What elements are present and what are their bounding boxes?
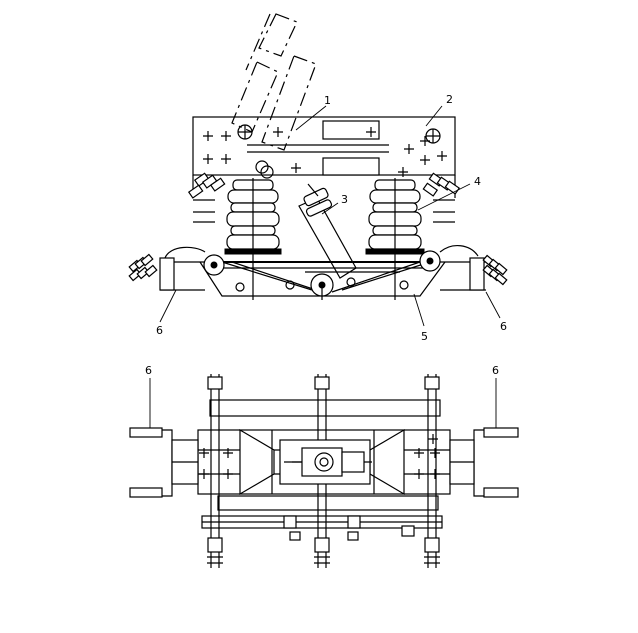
label-2: 2 xyxy=(446,93,453,106)
left-terminal-fork xyxy=(129,378,199,498)
arcing-horns xyxy=(187,172,461,223)
contact-heads xyxy=(239,428,405,496)
right-insulator xyxy=(365,178,425,300)
label-5: 5 xyxy=(421,330,428,343)
upper-frame xyxy=(192,116,456,198)
fastener-marks xyxy=(203,127,447,177)
label-6-left-side: 6 xyxy=(156,324,163,337)
plan-view: 6 6 xyxy=(129,364,519,568)
left-terminal xyxy=(128,246,206,291)
label-4: 4 xyxy=(474,175,481,188)
label-1: 1 xyxy=(324,94,331,107)
label-3: 3 xyxy=(341,193,348,206)
drive-insulator xyxy=(298,183,357,287)
label-6-right-side: 6 xyxy=(500,320,507,333)
side-view: 1 2 3 4 5 6 6 xyxy=(128,13,508,343)
label-6-right-plan: 6 xyxy=(492,364,499,377)
right-terminal-fork xyxy=(449,378,519,498)
plan-fastener-marks xyxy=(199,434,440,479)
drive-shaft xyxy=(279,439,372,485)
leader-lines xyxy=(159,105,501,327)
right-terminal xyxy=(439,245,508,291)
base-linkage xyxy=(199,250,446,300)
left-insulator xyxy=(224,178,282,300)
label-6-left-plan: 6 xyxy=(145,364,152,377)
